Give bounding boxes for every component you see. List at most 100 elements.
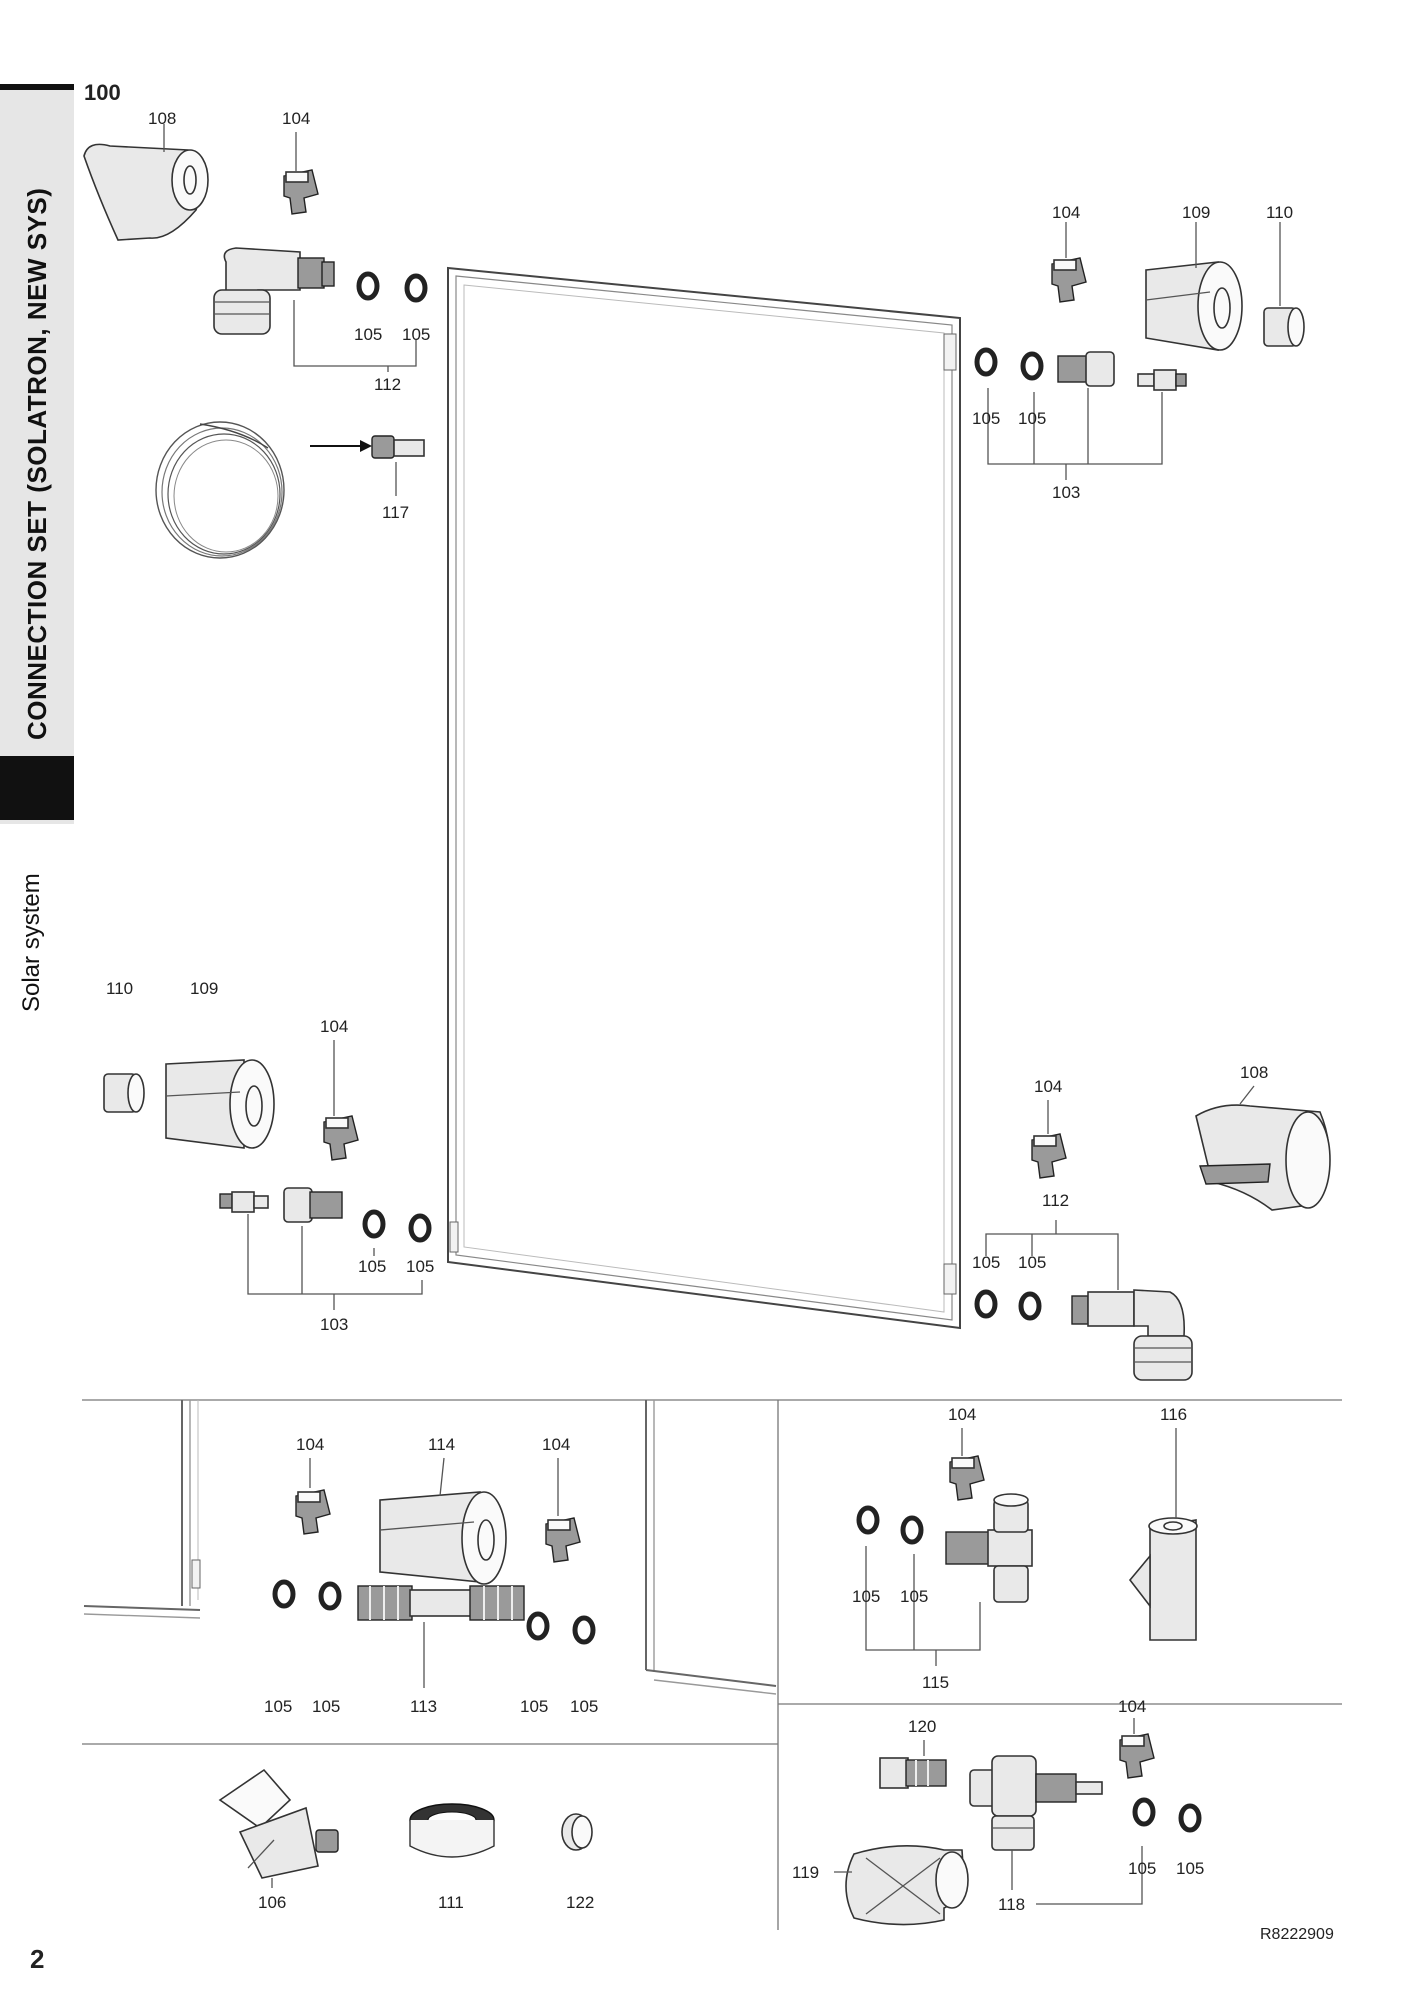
callout-110: 110 [1266,203,1293,222]
cap-110 [1263,307,1305,347]
callout-104: 104 [1034,1077,1062,1096]
callout-104: 104 [320,1017,348,1036]
o-ring-105 [362,1209,386,1239]
callout-109: 109 [190,979,218,998]
elbow-connector [213,247,335,335]
callout-118: 118 [998,1895,1025,1914]
o-ring-105 [404,273,428,303]
adapter-117 [371,435,425,459]
clip-104 [323,1115,359,1161]
callout-104: 104 [282,109,310,128]
compression-fitting [1057,351,1115,387]
side-tab-marker [0,756,74,820]
insulation-sleeve-114 [379,1491,507,1585]
callout-115: 115 [922,1673,949,1692]
callout-105: 105 [354,325,382,344]
insulation-sleeve-116 [1128,1517,1198,1641]
callout-105: 105 [1176,1859,1204,1878]
o-ring-105 [526,1611,550,1641]
o-ring-105 [1132,1797,1156,1827]
o-ring-105 [572,1615,596,1645]
callout-111: 111 [438,1893,464,1912]
callout-105: 105 [358,1257,386,1276]
callout-119: 119 [792,1863,819,1882]
sealing-tape-111 [409,1803,495,1858]
callout-105: 105 [972,1253,1000,1272]
panel-edge-left [83,1400,201,1619]
o-ring-105 [1178,1803,1202,1833]
callout-105: 105 [1018,1253,1046,1272]
callout-105: 105 [402,325,430,344]
callout-114: 114 [428,1435,455,1454]
callout-103: 103 [320,1315,348,1334]
insulation-elbow-108 [1195,1104,1331,1211]
callout-105: 105 [312,1697,340,1716]
clip-104 [283,169,319,215]
callout-116: 116 [1160,1405,1187,1424]
callout-117: 117 [382,503,409,522]
callout-108: 108 [148,109,176,128]
callout-105: 105 [852,1587,880,1606]
sealant-tube-106 [218,1768,339,1879]
o-ring-105 [318,1581,342,1611]
callout-103: 103 [1052,483,1080,502]
arrow-icon [310,440,372,452]
insulation-sleeve-109 [165,1059,275,1149]
o-ring-105 [356,271,380,301]
callout-104: 104 [296,1435,324,1454]
o-ring-105 [272,1579,296,1609]
callout-104: 104 [948,1405,976,1424]
clip-104 [1051,257,1087,303]
elbow-connector [1071,1289,1193,1381]
callout-109: 109 [1182,203,1210,222]
tee-piece [945,1493,1033,1603]
o-ring-105 [408,1213,432,1243]
callout-104: 104 [542,1435,570,1454]
cap-110 [103,1073,145,1113]
callout-106: 106 [258,1893,286,1912]
callout-120: 120 [908,1717,936,1736]
plug-122 [561,1813,593,1851]
clip-104 [295,1489,331,1535]
insulation-sleeve-109 [1145,261,1243,351]
callout-112: 112 [1042,1191,1069,1210]
drawing-reference: R8222909 [1260,1926,1334,1943]
compression-fitting [283,1187,343,1223]
callout-labels: 108 104 105 105 112 117 104 109 110 105 … [106,109,1293,1914]
o-ring-105 [856,1505,880,1535]
callout-112: 112 [374,375,401,394]
callout-105: 105 [972,409,1000,428]
panel-edge-right [645,1400,777,1695]
callout-105: 105 [406,1257,434,1276]
clip-104 [1119,1733,1155,1779]
callout-105: 105 [520,1697,548,1716]
callout-104: 104 [1052,203,1080,222]
clip-104 [545,1517,581,1563]
double-nipple-113 [357,1585,525,1621]
page-number: 2 [30,1944,45,1974]
vent-valve [219,1191,269,1213]
callout-110: 110 [106,979,133,998]
callout-113: 113 [410,1697,437,1716]
callout-105: 105 [570,1697,598,1716]
coil-cable [155,421,285,559]
collector-panel [447,266,961,1330]
valve-118 [969,1755,1103,1851]
vent-valve [1137,369,1187,391]
o-ring-105 [974,347,998,377]
o-ring-105 [1018,1291,1042,1321]
callout-122: 122 [566,1893,594,1912]
callout-105: 105 [264,1697,292,1716]
o-ring-105 [900,1515,924,1545]
section-number: 100 [84,80,121,105]
callout-105: 105 [1018,409,1046,428]
clip-104 [1031,1133,1067,1179]
insulation-elbow-108 [83,143,209,241]
side-tab [0,84,74,824]
callout-108: 108 [1240,1063,1268,1082]
callout-105: 105 [900,1587,928,1606]
o-ring-105 [974,1289,998,1319]
clip-104 [949,1455,985,1501]
callout-105: 105 [1128,1859,1156,1878]
